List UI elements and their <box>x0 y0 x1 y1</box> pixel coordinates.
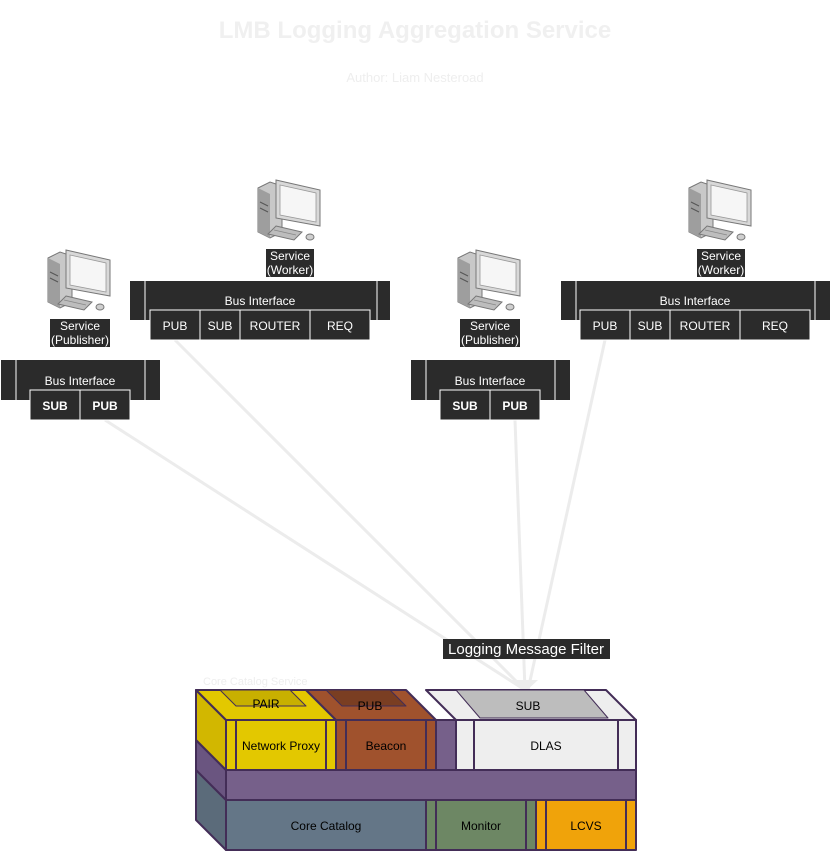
purple-layer-front <box>225 769 637 801</box>
computer-icon <box>457 249 521 311</box>
bus-interface-label: Bus Interface <box>455 374 526 388</box>
core-catalog-service: Core Catalog Monitor LCVS PAIR Network P… <box>195 689 637 851</box>
service-label-line2: (Publisher) <box>461 333 519 347</box>
service-label-line1: Service <box>60 319 100 333</box>
computer-icon <box>47 249 111 311</box>
bus-interface-label: Bus Interface <box>660 294 731 308</box>
port-router-label: ROUTER <box>680 319 731 333</box>
port-router-label: ROUTER <box>250 319 301 333</box>
core-catalog-service-title: Core Catalog Service <box>203 676 308 688</box>
port-sub-label: SUB <box>208 319 233 333</box>
author-label: Author: Liam Nesteroad <box>346 70 483 85</box>
bus-interface: Bus Interface <box>411 360 570 400</box>
computer-icon <box>688 179 752 241</box>
bus-interface-label: Bus Interface <box>45 374 116 388</box>
port-pub-label: PUB <box>163 319 188 333</box>
service-worker-1: Service (Worker) Bus Interface PUB SUB R… <box>130 179 390 341</box>
pub-label: PUB <box>358 699 383 713</box>
service-label-bg <box>460 319 520 347</box>
bus-interface-label: Bus Interface <box>225 294 296 308</box>
service-label-line1: Service <box>701 249 741 263</box>
arrowhead-icon <box>512 680 538 692</box>
computer-icon <box>257 179 321 241</box>
port-req-label: REQ <box>762 319 788 333</box>
port-router: ROUTER <box>669 309 741 341</box>
port-router: ROUTER <box>239 309 311 341</box>
lcvs-block <box>545 799 627 851</box>
port-sub: SUB <box>199 309 241 341</box>
port-sub: SUB <box>629 309 671 341</box>
port-pub-label: PUB <box>502 399 528 413</box>
pair-label: PAIR <box>252 697 279 711</box>
port-sub: SUB <box>439 389 491 421</box>
service-label-bg <box>50 319 110 347</box>
logging-message-filter: Logging Message Filter <box>443 639 610 659</box>
monitor-label: Monitor <box>461 819 501 833</box>
port-sub-label: SUB <box>452 399 478 413</box>
core-catalog-block <box>225 799 427 851</box>
diagram-title: LMB Logging Aggregation Service <box>219 17 611 44</box>
logging-message-filter-label: Logging Message Filter <box>448 641 604 658</box>
service-label-line2: (Worker) <box>267 263 313 277</box>
service-publisher-2: Service (Publisher) Bus Interface SUB PU… <box>411 249 570 421</box>
core-catalog-label: Core Catalog <box>291 819 362 833</box>
port-pub: PUB <box>149 309 201 341</box>
port-pub: PUB <box>579 309 631 341</box>
port-sub-label: SUB <box>42 399 68 413</box>
port-req: REQ <box>309 309 371 341</box>
service-label-line1: Service <box>270 249 310 263</box>
sub-label: SUB <box>516 699 541 713</box>
lcvs-label: LCVS <box>570 819 601 833</box>
service-label-line2: (Worker) <box>698 263 744 277</box>
port-pub-label: PUB <box>92 399 118 413</box>
service-publisher-1: Service (Publisher) Bus Interface SUB PU… <box>1 249 160 421</box>
port-req: REQ <box>739 309 811 341</box>
service-label-bg <box>697 249 745 277</box>
port-req-label: REQ <box>327 319 353 333</box>
port-pub: PUB <box>79 389 131 421</box>
link-worker-1 <box>173 338 527 692</box>
service-worker-2: Service (Worker) Bus Interface PUB SUB R… <box>561 179 830 341</box>
beacon-label: Beacon <box>366 739 407 753</box>
port-pub-label: PUB <box>593 319 618 333</box>
service-label-bg <box>266 249 314 277</box>
port-pub: PUB <box>489 389 541 421</box>
link-worker-2 <box>526 339 607 691</box>
service-label-line1: Service <box>470 319 510 333</box>
network-proxy-label: Network Proxy <box>242 739 320 753</box>
port-sub-label: SUB <box>638 319 663 333</box>
port-sub: SUB <box>29 389 81 421</box>
dlas-label: DLAS <box>530 739 561 753</box>
service-label-line2: (Publisher) <box>51 333 109 347</box>
